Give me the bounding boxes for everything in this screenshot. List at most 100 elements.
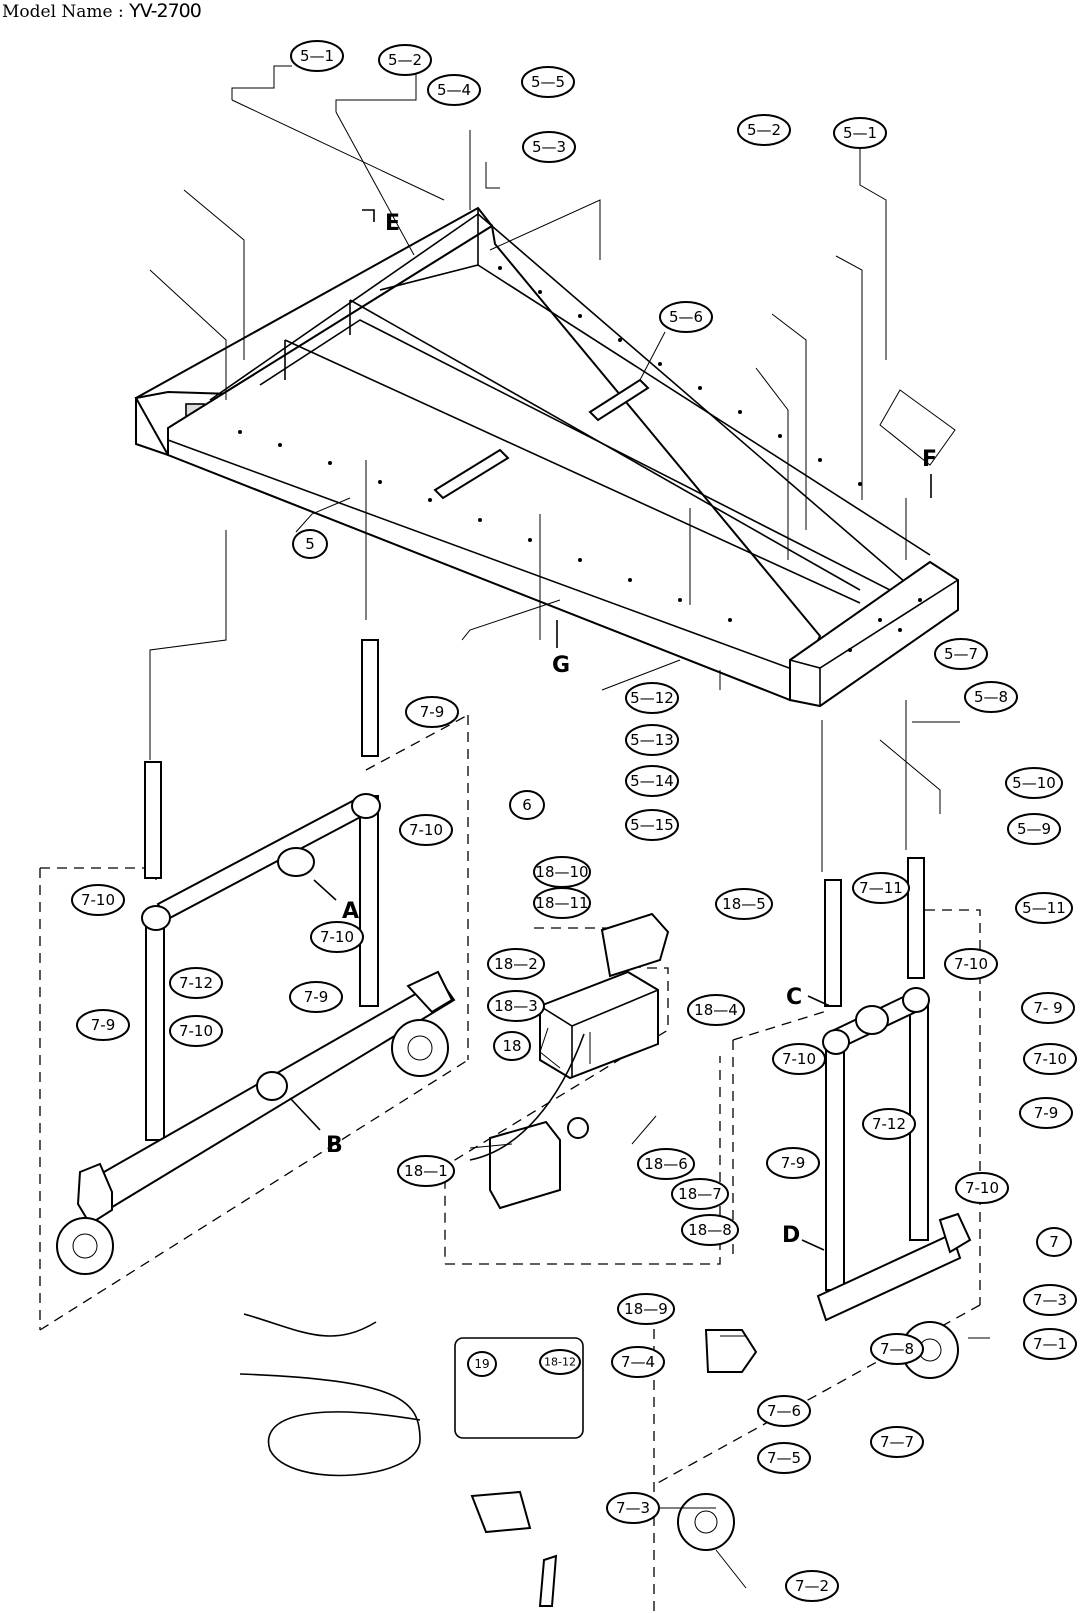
leader-lines	[149, 65, 990, 1589]
callout-7-1: 7—1	[1023, 1328, 1077, 1360]
svg-text:7-10: 7-10	[81, 891, 115, 909]
svg-text:18-12: 18-12	[544, 1356, 576, 1369]
callout-7-10-g: 7-10	[1023, 1043, 1077, 1075]
svg-text:5—2: 5—2	[747, 121, 781, 139]
svg-text:7-10: 7-10	[179, 1022, 213, 1040]
svg-text:7—7: 7—7	[880, 1433, 914, 1451]
svg-text:18—3: 18—3	[494, 997, 538, 1015]
svg-text:5—7: 5—7	[944, 645, 978, 663]
svg-text:7- 9: 7- 9	[1033, 999, 1062, 1017]
callout-18-12: 18-12	[539, 1349, 581, 1375]
svg-text:7-9: 7-9	[420, 703, 445, 721]
reference-letters: E F G A B C D	[289, 209, 937, 1251]
svg-text:7—11: 7—11	[859, 879, 903, 897]
callout-7-9-f: 7-9	[766, 1147, 820, 1179]
svg-text:7-9: 7-9	[304, 988, 329, 1006]
svg-text:7—4: 7—4	[621, 1353, 655, 1371]
svg-text:7—3: 7—3	[616, 1499, 650, 1517]
left-stand-assembly	[39, 639, 469, 1331]
callout-7-3-bottom: 7—3	[606, 1492, 660, 1524]
svg-text:19: 19	[474, 1357, 489, 1371]
svg-text:5—5: 5—5	[531, 73, 565, 91]
svg-text:5—1: 5—1	[843, 124, 877, 142]
svg-text:7-10: 7-10	[320, 928, 354, 946]
svg-text:18—4: 18—4	[694, 1001, 738, 1019]
svg-text:5—15: 5—15	[630, 816, 674, 834]
svg-text:7-12: 7-12	[179, 974, 213, 992]
callout-5-9: 5—9	[1007, 813, 1061, 845]
svg-text:7-10: 7-10	[1033, 1050, 1067, 1068]
callout-7-10-d: 7-10	[169, 1015, 223, 1047]
svg-text:18—7: 18—7	[678, 1185, 722, 1203]
callout-5-1-top-left: 5—1	[290, 40, 344, 72]
svg-text:6: 6	[522, 796, 532, 814]
svg-text:7—6: 7—6	[767, 1402, 801, 1420]
svg-text:7—1: 7—1	[1033, 1335, 1067, 1353]
svg-text:7—5: 7—5	[767, 1449, 801, 1467]
callout-18-11: 18—11	[533, 887, 591, 919]
svg-text:7-12: 7-12	[872, 1115, 906, 1133]
callout-5-15: 5—15	[625, 809, 679, 841]
svg-text:5—6: 5—6	[669, 308, 703, 326]
ref-letter-e: E	[385, 211, 400, 236]
callout-18-3: 18—3	[487, 990, 545, 1022]
callout-7-7: 7—7	[870, 1426, 924, 1458]
callout-7-10-b: 7-10	[71, 884, 125, 916]
callout-7-10-a: 7-10	[399, 814, 453, 846]
callout-5-6: 5—6	[659, 301, 713, 333]
svg-text:18—8: 18—8	[688, 1221, 732, 1239]
svg-text:18: 18	[502, 1037, 521, 1055]
callout-5-10: 5—10	[1005, 767, 1063, 799]
callout-18-1: 18—1	[397, 1155, 455, 1187]
svg-text:18—9: 18—9	[624, 1300, 668, 1318]
ref-letter-d: D	[782, 1223, 800, 1248]
svg-text:7-10: 7-10	[965, 1179, 999, 1197]
callout-7-4: 7—4	[611, 1346, 665, 1378]
model-name-label: Model Name :	[2, 2, 130, 22]
callout-7: 7	[1036, 1227, 1072, 1257]
svg-text:5: 5	[305, 535, 315, 553]
callout-7-3-right: 7—3	[1023, 1284, 1077, 1316]
callout-18-8: 18—8	[681, 1214, 739, 1246]
svg-text:18—6: 18—6	[644, 1155, 688, 1173]
svg-text:5—8: 5—8	[974, 688, 1008, 706]
callout-19: 19	[467, 1351, 497, 1377]
right-stand-assembly	[653, 857, 981, 1613]
callout-18-7: 18—7	[671, 1178, 729, 1210]
callout-5-13: 5—13	[625, 724, 679, 756]
callout-5-5: 5—5	[521, 66, 575, 98]
svg-text:18—5: 18—5	[722, 895, 766, 913]
svg-text:5—1: 5—1	[300, 47, 334, 65]
svg-text:5—9: 5—9	[1017, 820, 1051, 838]
svg-text:5—4: 5—4	[437, 81, 471, 99]
callout-18-6: 18—6	[637, 1148, 695, 1180]
callout-5-14: 5—14	[625, 765, 679, 797]
svg-text:18—10: 18—10	[535, 863, 588, 881]
svg-text:5—12: 5—12	[630, 689, 674, 707]
svg-text:18—1: 18—1	[404, 1162, 448, 1180]
callout-7-5: 7—5	[757, 1442, 811, 1474]
callout-7-10-h: 7-10	[955, 1172, 1009, 1204]
svg-text:7-9: 7-9	[781, 1154, 806, 1172]
svg-text:18—2: 18—2	[494, 955, 538, 973]
callout-7-9-b: 7-9	[289, 981, 343, 1013]
callout-18: 18	[493, 1031, 531, 1061]
svg-text:5—3: 5—3	[532, 138, 566, 156]
svg-text:7-9: 7-9	[1034, 1104, 1059, 1122]
ref-letter-f: F	[922, 447, 937, 472]
ref-letter-b: B	[326, 1133, 343, 1158]
ref-letter-c: C	[786, 985, 802, 1010]
callout-7-9-c: 7-9	[76, 1009, 130, 1041]
callout-5-7: 5—7	[934, 638, 988, 670]
callout-5-8: 5—8	[964, 681, 1018, 713]
callout-7-12-a: 7-12	[169, 967, 223, 999]
svg-text:18—11: 18—11	[535, 894, 588, 912]
callout-7-8: 7—8	[870, 1333, 924, 1365]
callout-6: 6	[509, 790, 545, 820]
svg-text:7-10: 7-10	[954, 955, 988, 973]
svg-text:5—2: 5—2	[388, 51, 422, 69]
callout-18-5: 18—5	[715, 888, 773, 920]
svg-text:5—11: 5—11	[1022, 899, 1066, 917]
callout-5-3: 5—3	[522, 131, 576, 163]
